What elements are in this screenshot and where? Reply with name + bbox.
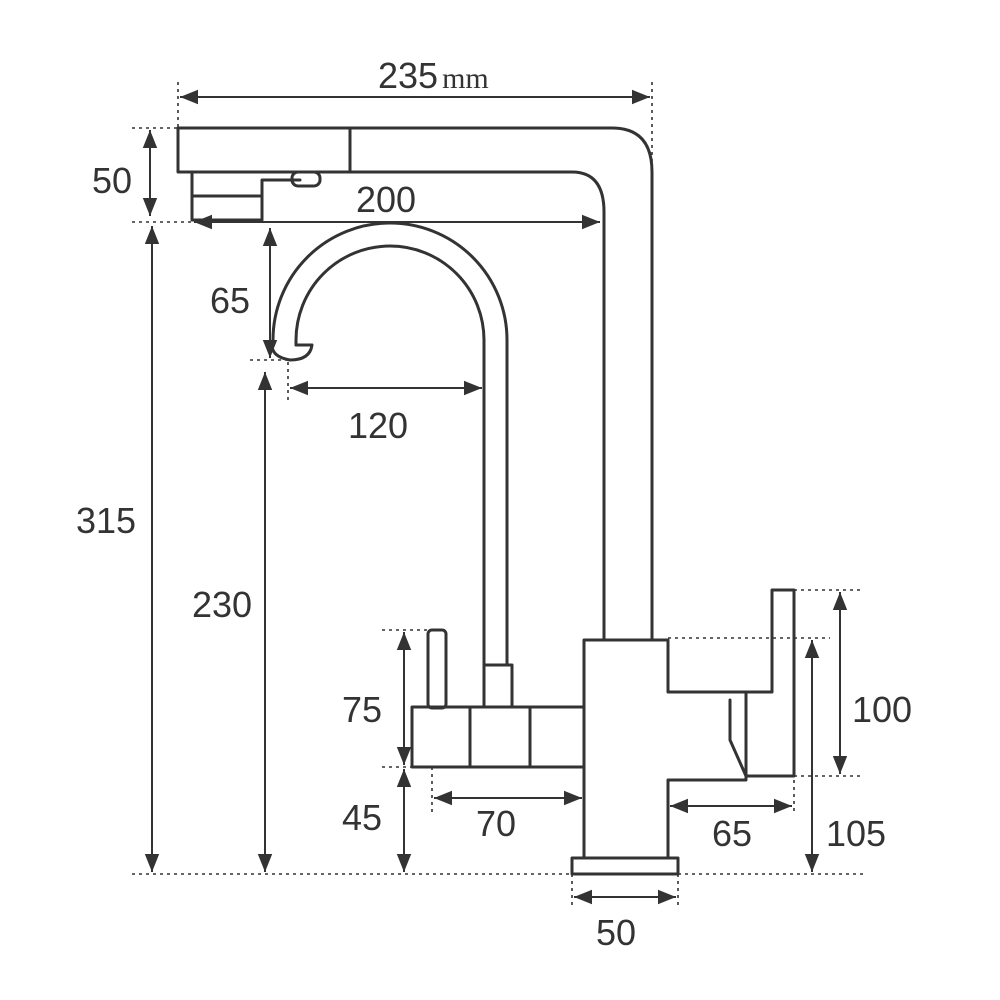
total-height-label: 315 xyxy=(76,500,136,541)
right-handle-height-label: 100 xyxy=(852,689,912,730)
gooseneck-height-label: 230 xyxy=(192,584,252,625)
gooseneck-tip xyxy=(270,338,314,362)
left-body-block xyxy=(410,705,586,769)
faucet-outline xyxy=(176,126,796,876)
spout-reach-label: 200 xyxy=(356,179,416,220)
lever-height-label: 75 xyxy=(342,689,382,730)
base-plate xyxy=(570,856,680,876)
spout-height-label: 50 xyxy=(92,160,132,201)
dimension-lines xyxy=(142,89,848,905)
gooseneck-spout xyxy=(294,244,486,667)
base-width-label: 50 xyxy=(596,912,636,953)
gooseneck-drop-label: 65 xyxy=(210,280,250,321)
gooseneck-reach-label: 120 xyxy=(348,405,408,446)
aerator-nub xyxy=(290,170,322,188)
gooseneck-collar xyxy=(482,663,514,709)
right-body-width-label: 65 xyxy=(712,813,752,854)
extension-lines xyxy=(132,82,866,908)
right-handle-wedge xyxy=(728,698,748,778)
left-body-width-label: 70 xyxy=(476,803,516,844)
left-lever xyxy=(426,628,448,710)
right-base-height-label: 105 xyxy=(826,813,886,854)
body-height-label: 45 xyxy=(342,797,382,838)
right-handle xyxy=(744,588,796,778)
